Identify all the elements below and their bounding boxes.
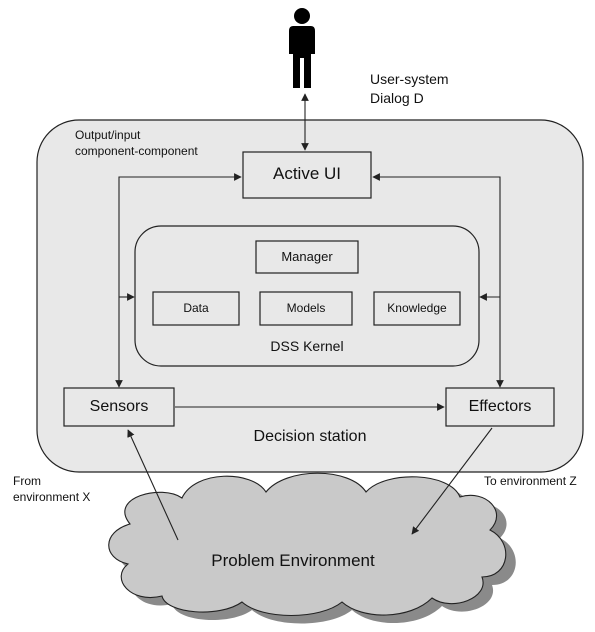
sensors-label: Sensors <box>89 398 149 415</box>
arrow-from-environment-x <box>127 429 179 541</box>
output-input-label: Output/input component-component <box>75 127 198 159</box>
dss-kernel-label: DSS Kernel <box>270 338 344 354</box>
from-environment-label: From environment X <box>13 473 90 505</box>
effectors-label: Effectors <box>468 398 532 415</box>
models-label: Models <box>286 301 326 315</box>
user-dialog-label: User-system Dialog D <box>370 70 449 108</box>
effectors-box <box>445 387 555 427</box>
models-box <box>259 291 353 326</box>
decision-station-label: Decision station <box>253 428 367 445</box>
active-ui-box <box>242 151 372 199</box>
user-dialog-line1: User-system <box>370 71 449 87</box>
data-label: Data <box>183 301 209 315</box>
output-input-line1: Output/input <box>75 128 141 142</box>
user-dialog-line2: Dialog D <box>370 90 424 106</box>
manager-box <box>255 240 359 274</box>
sensors-box <box>63 387 175 427</box>
output-input-line2: component-component <box>75 144 198 158</box>
person-icon <box>289 8 315 88</box>
problem-environment-label: Problem Environment <box>211 551 375 570</box>
arrow-to-environment-z <box>411 427 493 535</box>
arrow-active-ui-sensors <box>115 173 242 388</box>
to-environment-label: To environment Z <box>484 474 577 488</box>
knowledge-label: Knowledge <box>387 301 447 315</box>
from-env-line2: environment X <box>13 490 91 504</box>
active-ui-label: Active UI <box>272 164 342 183</box>
manager-label: Manager <box>281 249 333 264</box>
arrow-active-ui-effectors <box>372 173 504 388</box>
from-env-line1: From <box>13 474 41 488</box>
problem-environment-cloud <box>108 472 507 616</box>
